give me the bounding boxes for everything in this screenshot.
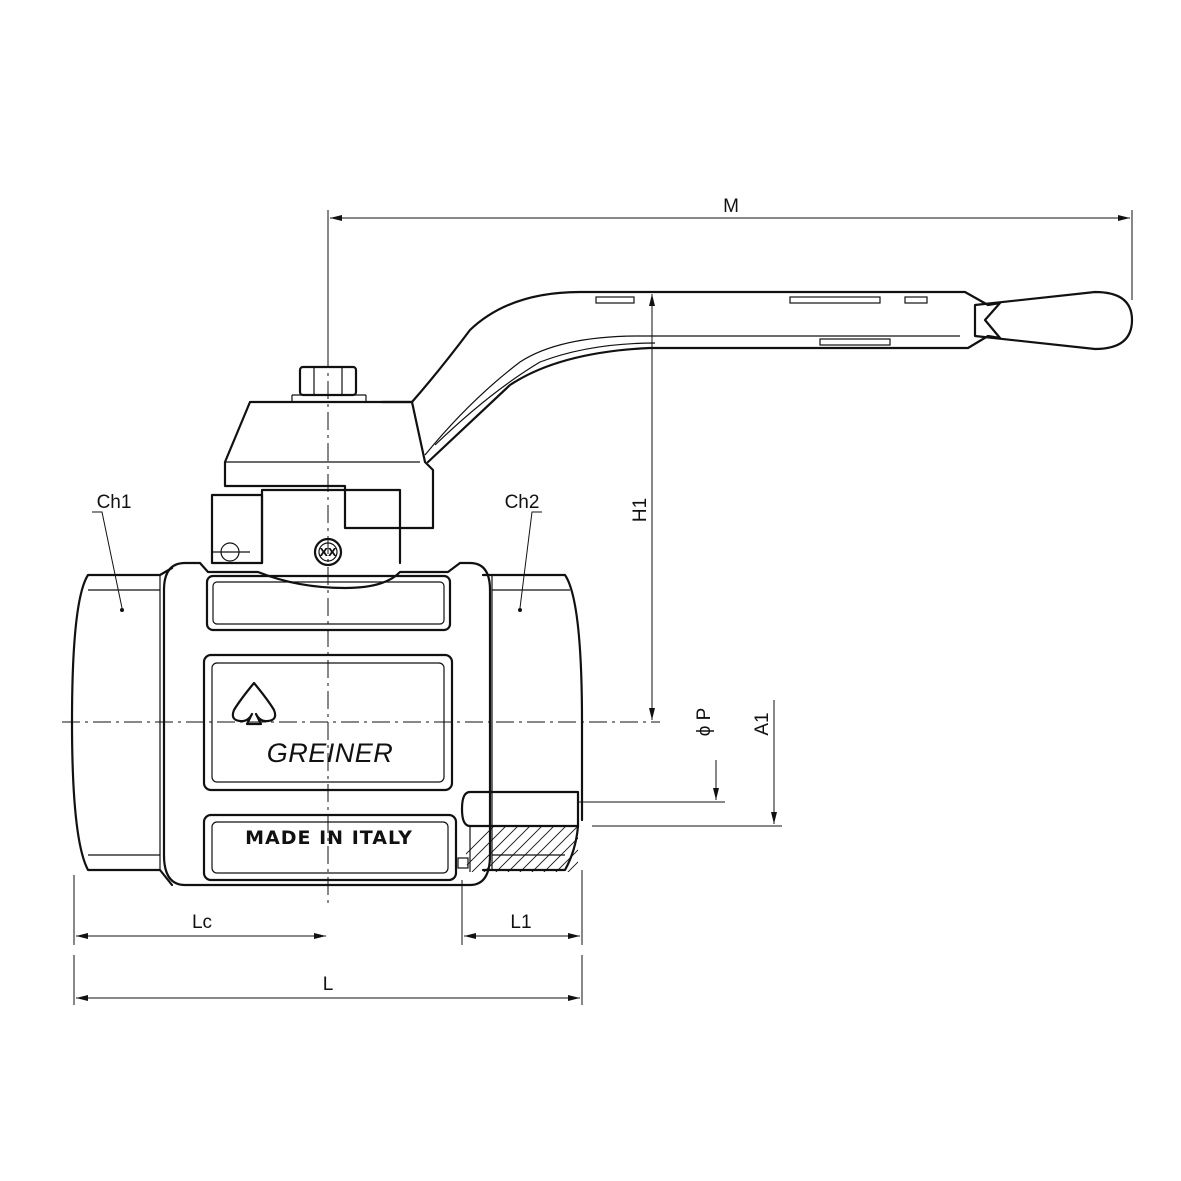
label-ch1: Ch1: [97, 492, 132, 513]
left-hex-flats: [88, 589, 160, 856]
origin-text: MADE IN ITALY: [245, 827, 413, 849]
brand-marks: GREINER MADE IN ITALY: [231, 681, 413, 849]
right-end-bottom: [481, 824, 580, 872]
label-l: L: [323, 974, 334, 995]
label-m: M: [723, 196, 739, 217]
lever-arm-rib: [424, 335, 960, 456]
label-l1: L1: [510, 912, 531, 933]
label-a1: A1: [752, 712, 773, 735]
lower-panel: [202, 813, 458, 882]
handle-block: [223, 400, 435, 530]
center-lines: [62, 350, 660, 905]
stem-nut-icon: [313, 537, 343, 567]
valve-body: [70, 561, 584, 887]
body-mark: XX: [320, 546, 337, 559]
lever-grip: [973, 290, 1134, 351]
seal-ring: [457, 857, 469, 869]
upper-panel-inner: [212, 581, 445, 625]
label-p: ϕ P: [694, 708, 715, 737]
stop-plate: [210, 493, 264, 565]
lower-panel-inner: [211, 821, 449, 874]
right-end-outline: [481, 573, 584, 822]
dimension-lines: [73, 210, 1133, 1005]
section-hatching: [466, 826, 578, 872]
upper-panel: [205, 574, 452, 632]
bonnet: XX: [210, 488, 402, 567]
brand-text: GREINER: [267, 738, 394, 768]
port-bore: [460, 790, 580, 828]
lever-arm: [380, 290, 1002, 464]
middle-panel: [202, 653, 454, 792]
ch2-leader: [519, 511, 542, 609]
dimension-labels: M H1 ϕ P A1 Ch1 Ch2 Lc L1 L: [97, 196, 773, 995]
label-lc: Lc: [192, 912, 212, 933]
middle-panel-inner: [211, 662, 445, 783]
central-body-outline: [162, 561, 492, 887]
ch1-leader: [92, 511, 123, 609]
label-h1: H1: [630, 498, 651, 522]
label-ch2: Ch2: [505, 492, 540, 513]
spade-logo-icon: [231, 681, 277, 726]
left-end-outline: [70, 566, 174, 887]
lever-handle: [223, 290, 1134, 530]
right-hex-flats: [492, 589, 570, 856]
